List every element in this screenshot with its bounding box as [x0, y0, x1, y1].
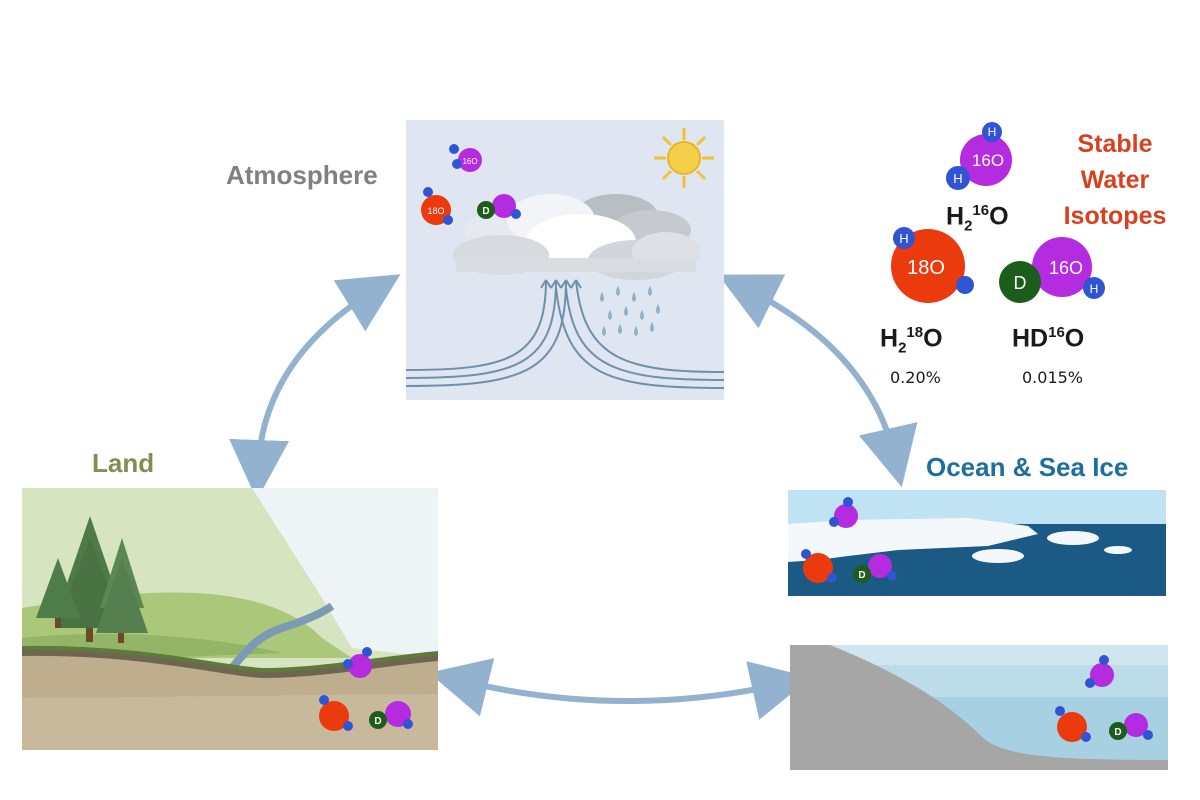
shelf-h2o16-molecule: [1085, 655, 1114, 688]
formula-h2o18: H218O: [880, 324, 943, 357]
sun-icon: [654, 128, 714, 188]
svg-text:H: H: [988, 125, 997, 139]
ocean-hdo16-molecule: D: [853, 554, 897, 583]
legend-title-line1: Stable: [1077, 130, 1153, 158]
shelf-hdo16-molecule: D: [1109, 713, 1153, 740]
svg-text:16O: 16O: [972, 151, 1004, 170]
atm-h2o16-molecule: 16O: [449, 144, 482, 172]
svg-text:H: H: [899, 231, 908, 246]
atm-hdo16-molecule: D: [477, 194, 521, 219]
svg-text:D: D: [858, 570, 865, 581]
legend-molecules: H H 16O H 18O D 16O H: [891, 122, 1105, 303]
formula-hdo16: HD16O: [1012, 324, 1085, 353]
svg-text:D: D: [374, 716, 381, 727]
arrow-atmosphere-ocean: [718, 274, 918, 488]
sea-ice-panel: D: [788, 490, 1166, 596]
land-hdo16-molecule: D: [369, 701, 413, 729]
legend-title-line3: Isotopes: [1063, 202, 1167, 230]
abundance-hdo16: 0.015%: [1022, 368, 1084, 387]
svg-text:H: H: [953, 171, 962, 186]
rain-icon: [600, 286, 660, 336]
atmosphere-panel: 16O 18O D: [406, 120, 724, 400]
svg-text:D: D: [482, 206, 489, 217]
legend-h2o18-icon: H 18O: [891, 227, 974, 303]
svg-text:16O: 16O: [462, 157, 477, 166]
land-h2o16-molecule: [343, 647, 372, 678]
legend-hdo16-icon: D 16O H: [999, 237, 1105, 303]
arrow-land-atmosphere: [229, 274, 401, 500]
river: [224, 602, 335, 676]
svg-text:D: D: [1114, 727, 1121, 738]
shelf-h2o18-molecule: [1055, 706, 1091, 742]
land-panel: D: [22, 488, 438, 750]
land-label: Land: [92, 448, 155, 478]
arrow-land-ocean: [428, 658, 812, 720]
atm-h2o18-molecule: 18O: [421, 187, 453, 225]
ocean-shelf-panel: D: [790, 645, 1168, 770]
atmosphere-label: Atmosphere: [226, 160, 378, 190]
svg-text:D: D: [1014, 273, 1027, 293]
abundance-h2o18: 0.20%: [890, 368, 941, 387]
legend-title: Stable Water Isotopes: [1040, 126, 1190, 234]
ocean-h2o18-molecule: [801, 549, 837, 583]
trees-icon: [36, 516, 148, 643]
legend-title-line2: Water: [1080, 166, 1150, 194]
svg-text:18O: 18O: [427, 206, 444, 216]
ocean-h2o16-molecule: [829, 497, 858, 528]
legend-h2o16-icon: H H 16O: [946, 122, 1012, 190]
svg-text:18O: 18O: [907, 257, 945, 279]
svg-text:H: H: [1090, 282, 1099, 296]
updraft-arrows: [406, 279, 724, 389]
svg-text:16O: 16O: [1049, 258, 1083, 278]
ocean-sea-ice-label: Ocean & Sea Ice: [926, 452, 1129, 482]
clouds-icon: [453, 194, 700, 280]
formula-h2o16: H216O: [946, 202, 1009, 235]
land-h2o18-molecule: [319, 695, 353, 731]
